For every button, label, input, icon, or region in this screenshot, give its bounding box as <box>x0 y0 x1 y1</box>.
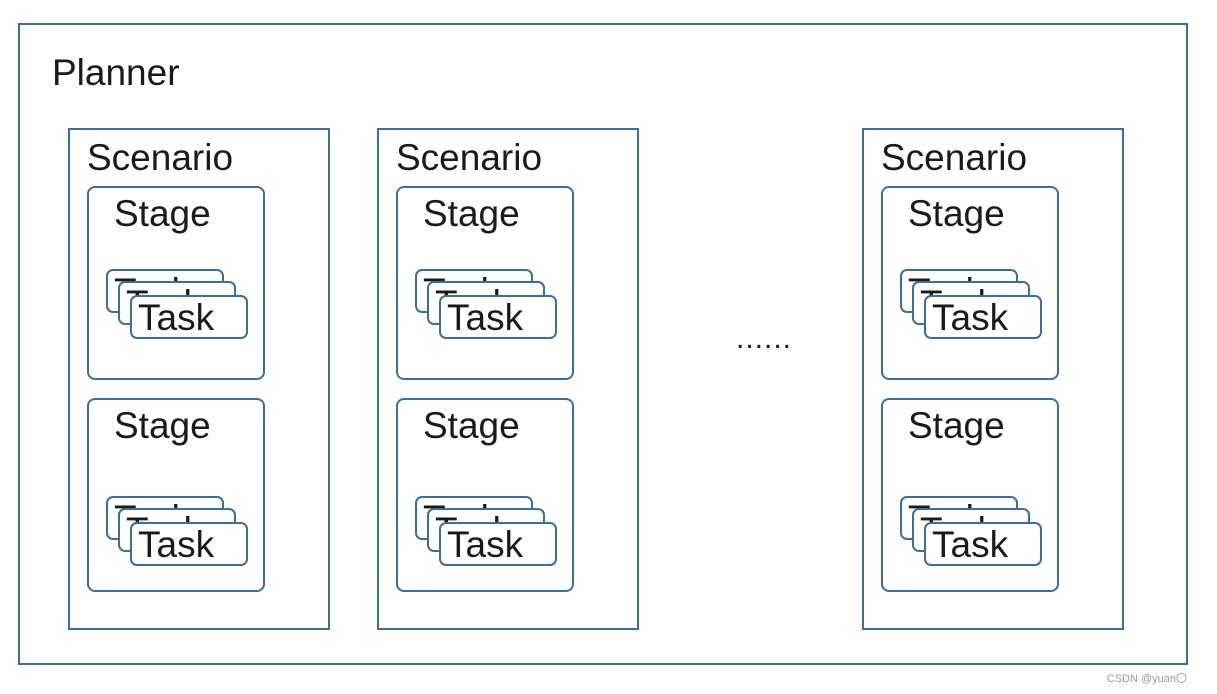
stage-title: Stage <box>423 193 520 234</box>
task-label: Task <box>138 297 215 338</box>
task-label: Task <box>447 297 524 338</box>
task-label: Task <box>138 524 215 565</box>
task-box: Task <box>439 522 557 566</box>
stage-title: Stage <box>114 193 211 234</box>
task-box: Task <box>439 295 557 339</box>
planner-title: Planner <box>52 52 180 93</box>
stage-box: Stage Task Task Task <box>87 398 265 592</box>
scenario-box-3: Scenario Stage Task Task Task Stage Task… <box>862 128 1124 630</box>
task-box: Task <box>924 522 1042 566</box>
scenario-title: Scenario <box>87 137 234 178</box>
stage-title: Stage <box>423 405 520 446</box>
task-label: Task <box>932 524 1009 565</box>
task-box: Task <box>924 295 1042 339</box>
stage-title: Stage <box>114 405 211 446</box>
task-label: Task <box>932 297 1009 338</box>
stage-title: Stage <box>908 405 1005 446</box>
stage-title: Stage <box>908 193 1005 234</box>
watermark: CSDN @yuan〇 <box>1106 673 1187 685</box>
task-box: Task <box>130 522 248 566</box>
scenario-title: Scenario <box>396 137 543 178</box>
stage-box: Stage Task Task Task <box>881 398 1059 592</box>
scenario-box-2: Scenario Stage Task Task Task Stage Task… <box>377 128 639 630</box>
ellipsis-more-scenarios: ...... <box>736 322 793 355</box>
scenario-box-1: Scenario Stage Task Task Task Stage Task… <box>68 128 330 630</box>
task-box: Task <box>130 295 248 339</box>
task-label: Task <box>447 524 524 565</box>
stage-box: Stage Task Task Task <box>396 186 574 380</box>
stage-box: Stage Task Task Task <box>87 186 265 380</box>
planner-box <box>18 23 1188 665</box>
stage-box: Stage Task Task Task <box>881 186 1059 380</box>
scenario-title: Scenario <box>881 137 1028 178</box>
stage-box: Stage Task Task Task <box>396 398 574 592</box>
